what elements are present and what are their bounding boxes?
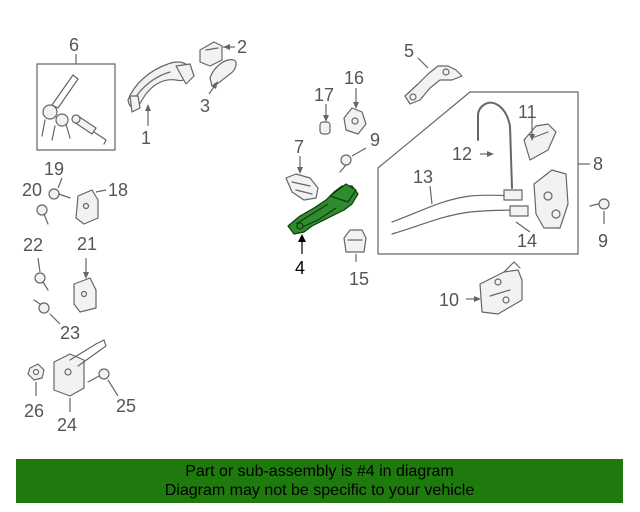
callout-22: 22: [23, 235, 43, 255]
part-3-handle-pad[interactable]: [208, 59, 237, 95]
callout-11: 11: [518, 102, 537, 122]
callout-26: 26: [24, 401, 44, 421]
callout-2: 2: [237, 37, 247, 57]
part-22-bolt[interactable]: [34, 257, 49, 291]
callout-4: 4: [295, 258, 305, 278]
part-26-nut[interactable]: [27, 363, 45, 396]
part-24-door-checker[interactable]: [53, 339, 107, 412]
callout-25: 25: [116, 396, 136, 416]
callout-15: 15: [349, 269, 369, 289]
part-7-rod-guide[interactable]: [285, 156, 319, 201]
part-1-outside-handle[interactable]: [127, 61, 195, 126]
part-21-lower-hinge[interactable]: [73, 258, 97, 313]
callout-9-right: 9: [598, 231, 608, 251]
callout-12: 12: [452, 144, 472, 164]
part-6-key-cylinder-set[interactable]: [36, 54, 116, 151]
callout-3: 3: [200, 96, 210, 116]
callout-1: 1: [141, 128, 151, 148]
callout-18: 18: [108, 180, 128, 200]
callout-8: 8: [593, 154, 603, 174]
part-18-upper-hinge[interactable]: [75, 189, 107, 225]
part-17-clip[interactable]: [319, 104, 331, 135]
part-23-bolt[interactable]: [33, 299, 61, 325]
callout-19: 19: [44, 159, 64, 179]
part-9-screw-upper[interactable]: [339, 147, 367, 173]
callout-9-upper: 9: [370, 130, 380, 150]
part-9-screw-right[interactable]: [589, 198, 610, 224]
callout-16: 16: [344, 68, 364, 88]
callout-10: 10: [439, 290, 459, 310]
notice-banner: Part or sub-assembly is #4 in diagram Di…: [16, 459, 623, 503]
part-19-bolt[interactable]: [48, 177, 71, 200]
part-11-latch-cover[interactable]: [523, 118, 557, 161]
part-5-upper-bracket[interactable]: [404, 57, 463, 105]
parts-diagram: 6 1 2 3 5 16: [22, 35, 610, 435]
banner-line-1: Part or sub-assembly is #4 in diagram: [185, 463, 454, 480]
part-4-highlighted-assembly[interactable]: [287, 183, 359, 254]
part-12-lock-rod[interactable]: [477, 101, 513, 189]
callout-5: 5: [404, 41, 414, 61]
part-14-latch-actuator[interactable]: [515, 169, 569, 233]
part-15-lock-knob[interactable]: [343, 229, 367, 262]
callout-24: 24: [57, 415, 77, 435]
part-10-striker[interactable]: [466, 261, 523, 315]
callout-7: 7: [294, 137, 304, 157]
part-2-handle-cap[interactable]: [199, 41, 235, 67]
part-13-cables[interactable]: [391, 185, 529, 235]
callout-13: 13: [413, 167, 433, 187]
part-25-bolt[interactable]: [87, 368, 119, 397]
callout-14: 14: [517, 231, 537, 251]
banner-line-2: Diagram may not be specific to your vehi…: [164, 482, 475, 499]
part-20-bolt[interactable]: [36, 204, 49, 225]
part-16-lock-knob[interactable]: [343, 88, 367, 135]
callout-6: 6: [69, 35, 79, 55]
callout-17: 17: [314, 85, 334, 105]
callout-21: 21: [77, 234, 97, 254]
callout-23: 23: [60, 323, 80, 343]
callout-20: 20: [22, 180, 42, 200]
